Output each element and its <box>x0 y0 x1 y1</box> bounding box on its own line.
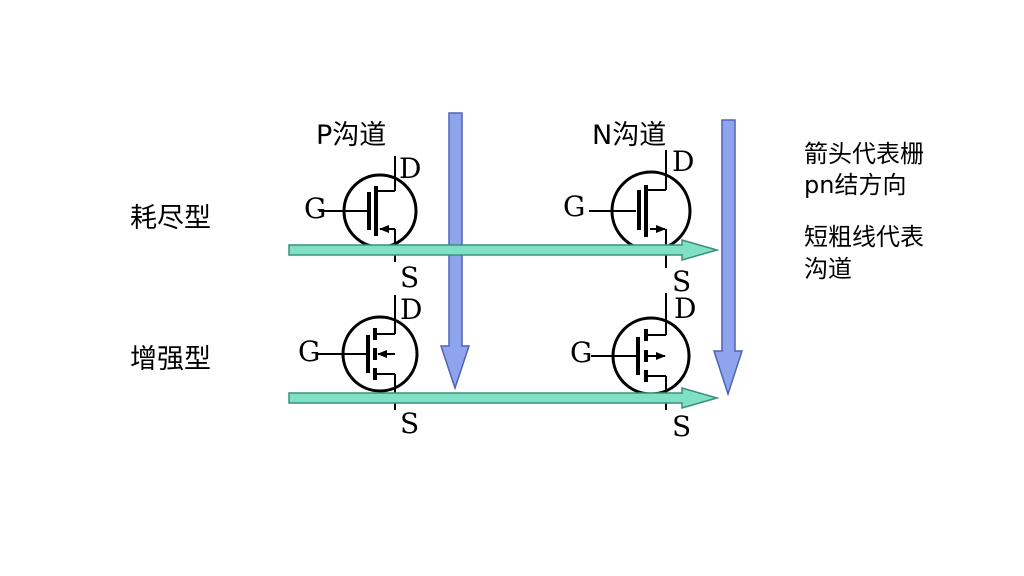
arrow-meaning-line1: 箭头代表栅 <box>804 140 924 168</box>
gate-label: G <box>563 190 585 223</box>
depletion-horizontal-arrow <box>288 239 720 261</box>
p-channel-header: P沟道 <box>316 120 386 151</box>
p-enhancement-mosfet-symbol: G D S <box>298 293 422 440</box>
drain-label: D <box>672 145 694 178</box>
n-depletion-mosfet-symbol: G D S <box>563 145 694 298</box>
source-label: S <box>400 407 419 440</box>
drain-label: D <box>400 293 422 326</box>
drain-label: D <box>674 292 696 325</box>
n-channel-vertical-arrow <box>712 119 744 397</box>
source-label: S <box>672 410 691 443</box>
bar-meaning-line2: 沟道 <box>804 255 852 283</box>
depletion-row-label: 耗尽型 <box>130 203 211 234</box>
gate-label: G <box>298 335 320 368</box>
bar-meaning-line1: 短粗线代表 <box>804 223 924 251</box>
drain-label: D <box>399 152 421 185</box>
arrow-meaning-line2: pn结方向 <box>804 171 906 199</box>
p-depletion-mosfet-symbol: G D S <box>304 152 421 294</box>
source-label: S <box>672 265 691 298</box>
enhancement-row-label: 增强型 <box>130 344 211 375</box>
enhancement-horizontal-arrow <box>288 387 720 409</box>
n-channel-header: N沟道 <box>592 120 666 151</box>
gate-label: G <box>570 336 592 369</box>
gate-label: G <box>304 192 326 225</box>
source-label: S <box>400 261 419 294</box>
n-enhancement-mosfet-symbol: G D S <box>570 292 696 443</box>
